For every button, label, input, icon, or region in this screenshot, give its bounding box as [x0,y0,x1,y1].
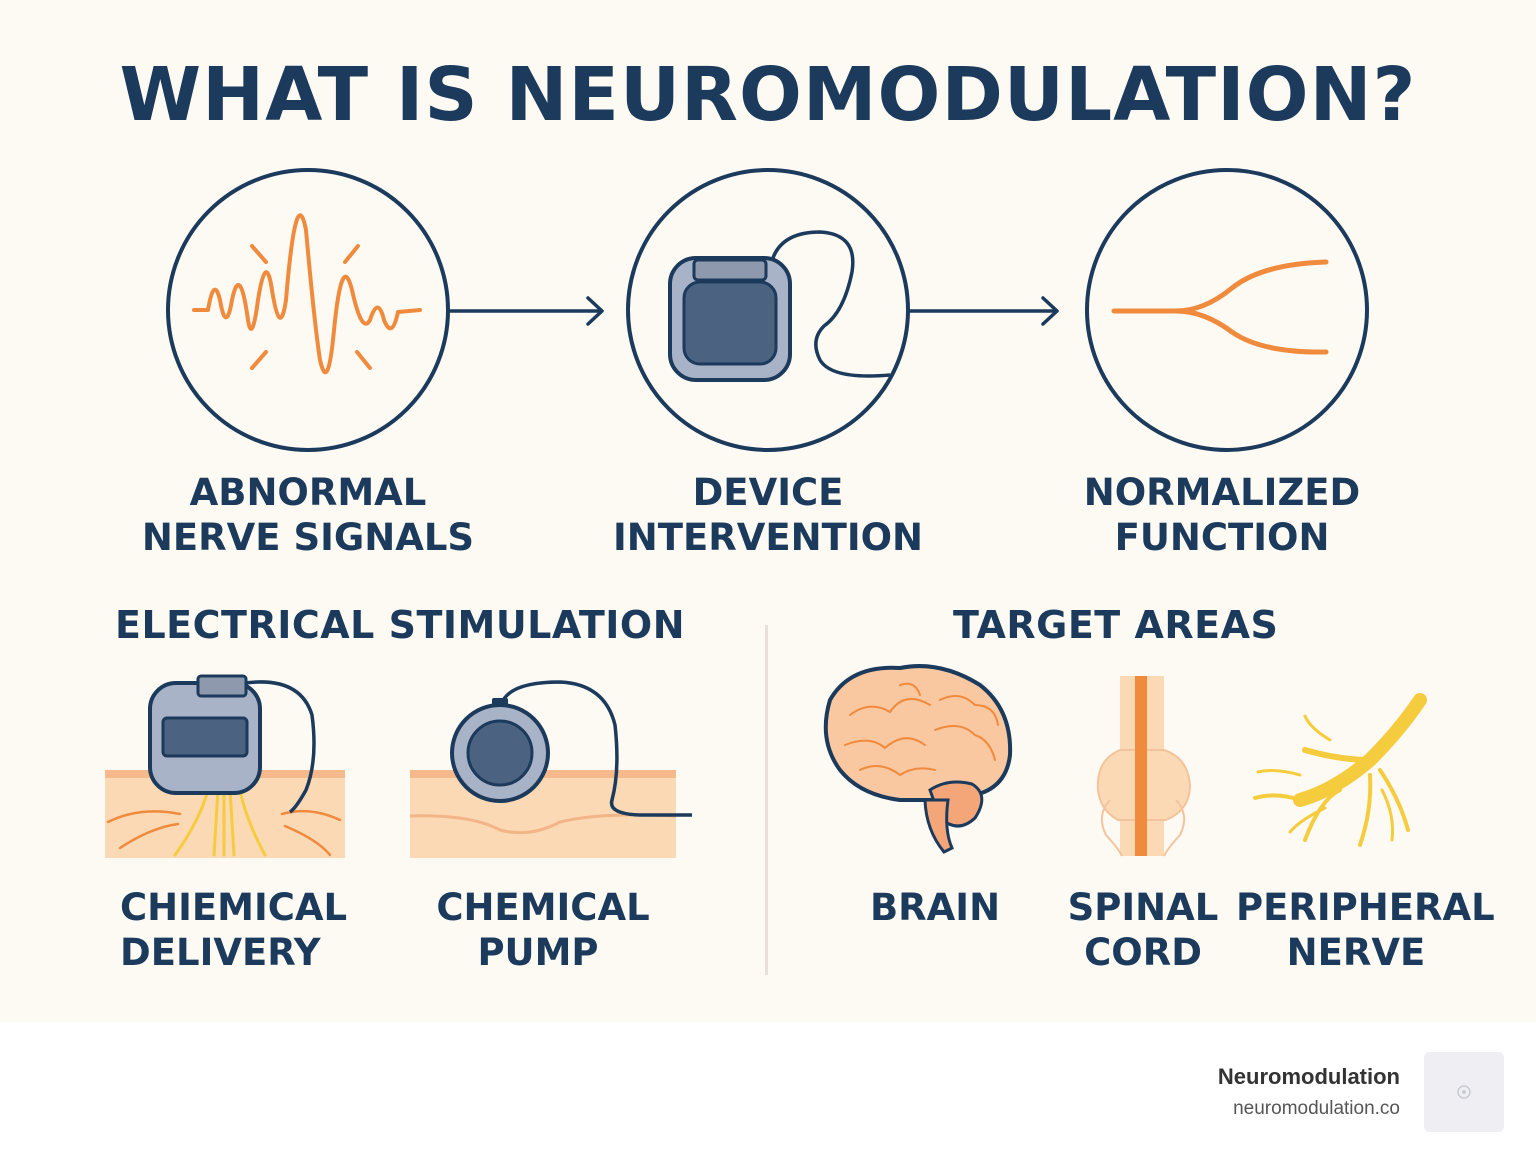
label-chiemical-delivery: CHIEMICAL DELIVERY [110,885,350,975]
label-spinal-cord: SPINAL CORD [1043,885,1243,975]
item-label-line: DELIVERY [120,931,321,974]
step-label-normalized-function: NORMALIZED FUNCTION [1022,470,1422,560]
step-label-line: ABNORMAL [189,471,427,514]
item-label-line: CORD [1084,931,1202,974]
implanted-stimulator-icon [148,674,316,814]
label-chemical-pump: CHEMICAL PUMP [423,885,663,975]
label-peripheral-nerve: PERIPHERAL NERVE [1236,885,1495,975]
split-signal-icon [1111,259,1329,355]
arrow-icon [906,296,1059,326]
item-label-line: NERVE [1286,931,1426,974]
step-label-line: FUNCTION [1114,516,1330,559]
section-divider [765,625,768,975]
page-title: WHAT IS NEUROMODULATION? [119,52,1417,138]
label-brain: BRAIN [835,885,1035,930]
wave-icon [192,213,422,375]
step-label-line: NORMALIZED [1083,471,1361,514]
arrow-icon [448,296,604,326]
process-flow [105,168,1427,858]
step-circle-abnormal [166,168,450,452]
step-label-line: INTERVENTION [612,516,924,559]
brain-icon [823,664,1013,854]
step-circle-normalized [1085,168,1369,452]
footer-site-url[interactable]: neuromodulation.co [1233,1098,1400,1119]
section-heading-electrical-stimulation: ELECTRICAL STIMULATION [115,603,686,647]
step-label-device-intervention: DEVICE INTERVENTION [568,470,968,560]
item-label-line: BRAIN [869,886,1001,929]
item-label-line: CHEMICAL [436,886,650,929]
peripheral-nerve-icon [1253,693,1427,847]
step-label-abnormal-nerve-signals: ABNORMAL NERVE SIGNALS [108,470,508,560]
item-label-line: CHIEMICAL [120,886,348,929]
stimulator-device-icon [668,230,891,382]
site-logo-icon[interactable] [1424,1052,1504,1132]
section-heading-target-areas: TARGET AREAS [953,603,1279,647]
item-label-line: PUMP [477,931,599,974]
item-label-line: SPINAL [1067,886,1219,929]
chemical-pump-icon [450,680,692,817]
step-label-line: NERVE SIGNALS [141,516,475,559]
spinal-cord-icon [1096,676,1192,857]
item-label-line: PERIPHERAL [1236,886,1495,929]
footer-site-name[interactable]: Neuromodulation [1217,1064,1400,1089]
step-label-line: DEVICE [692,471,844,514]
